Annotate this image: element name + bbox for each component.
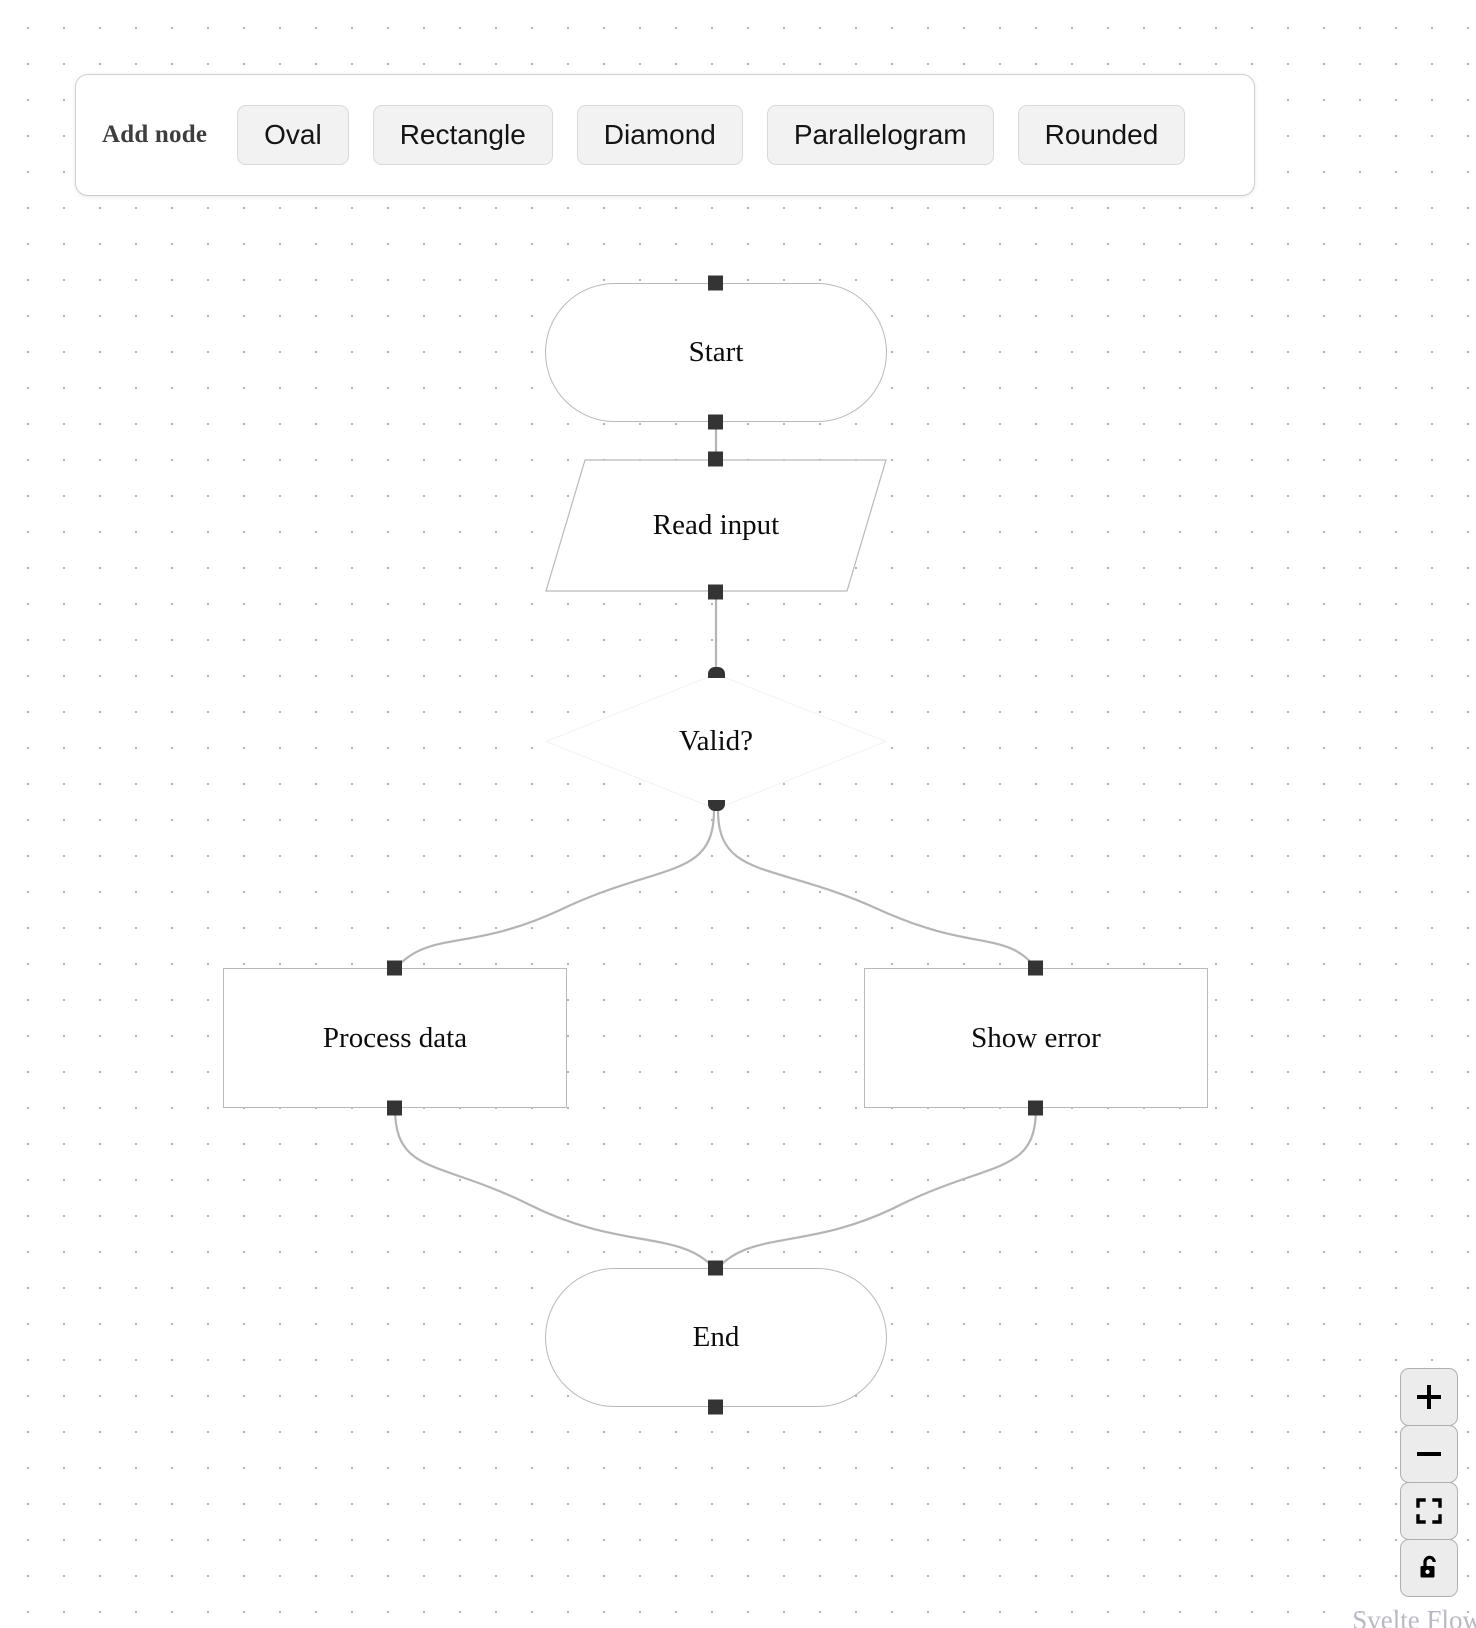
handle-show-error-bottom[interactable] [1028, 1100, 1043, 1116]
unlock-icon [1420, 1555, 1436, 1578]
add-diamond-button[interactable]: Diamond [576, 105, 743, 165]
flow-controls [1400, 1368, 1458, 1597]
node-show-error-label: Show error [971, 1021, 1101, 1054]
handle-end-top[interactable] [708, 1260, 723, 1276]
minus-icon [1417, 1452, 1441, 1456]
handle-process-data-top[interactable] [387, 960, 402, 976]
node-process-data[interactable]: Process data [223, 968, 567, 1108]
handle-end-bottom[interactable] [708, 1399, 723, 1415]
add-rectangle-button[interactable]: Rectangle [372, 105, 553, 165]
handle-start-top[interactable] [708, 275, 723, 291]
parallelogram-shape [545, 459, 887, 592]
edge-show-error-to-end [717, 1107, 1038, 1269]
add-parallelogram-button[interactable]: Parallelogram [766, 105, 994, 165]
add-rounded-button[interactable]: Rounded [1017, 105, 1186, 165]
node-start-label: Start [688, 336, 744, 368]
handle-show-error-top[interactable] [1028, 960, 1043, 976]
add-node-label: Add node [102, 121, 208, 148]
zoom-out-button[interactable] [1400, 1425, 1458, 1483]
handle-read-input-bottom[interactable] [708, 584, 723, 600]
fit-view-button[interactable] [1400, 1482, 1458, 1540]
node-process-data-label: Process data [322, 1021, 468, 1054]
handle-read-input-top[interactable] [708, 451, 723, 467]
node-valid[interactable]: Valid? [545, 673, 887, 810]
add-node-toolbar: Add node Oval Rectangle Diamond Parallel… [75, 74, 1255, 196]
node-show-error[interactable]: Show error [864, 968, 1208, 1108]
handle-valid-bottom[interactable] [708, 800, 725, 811]
handle-start-bottom[interactable] [708, 414, 723, 430]
edge-valid-to-show-error [716, 809, 1037, 969]
attribution-label: Svelte Flow [1352, 1605, 1476, 1628]
node-start[interactable]: Start [545, 283, 887, 422]
diamond-shape [545, 673, 887, 810]
node-read-input[interactable]: Read input [545, 459, 887, 592]
edge-process-data-to-end [393, 1107, 715, 1269]
lock-toggle-button[interactable] [1400, 1539, 1458, 1597]
fit-view-icon [1416, 1498, 1442, 1524]
handle-process-data-bottom[interactable] [387, 1100, 402, 1116]
handle-valid-top[interactable] [708, 667, 725, 678]
plus-icon [1417, 1385, 1441, 1409]
add-oval-button[interactable]: Oval [237, 105, 349, 165]
edge-valid-to-process-data [395, 809, 716, 969]
node-end-label: End [692, 1321, 740, 1353]
zoom-in-button[interactable] [1400, 1368, 1458, 1426]
node-end[interactable]: End [545, 1268, 887, 1407]
